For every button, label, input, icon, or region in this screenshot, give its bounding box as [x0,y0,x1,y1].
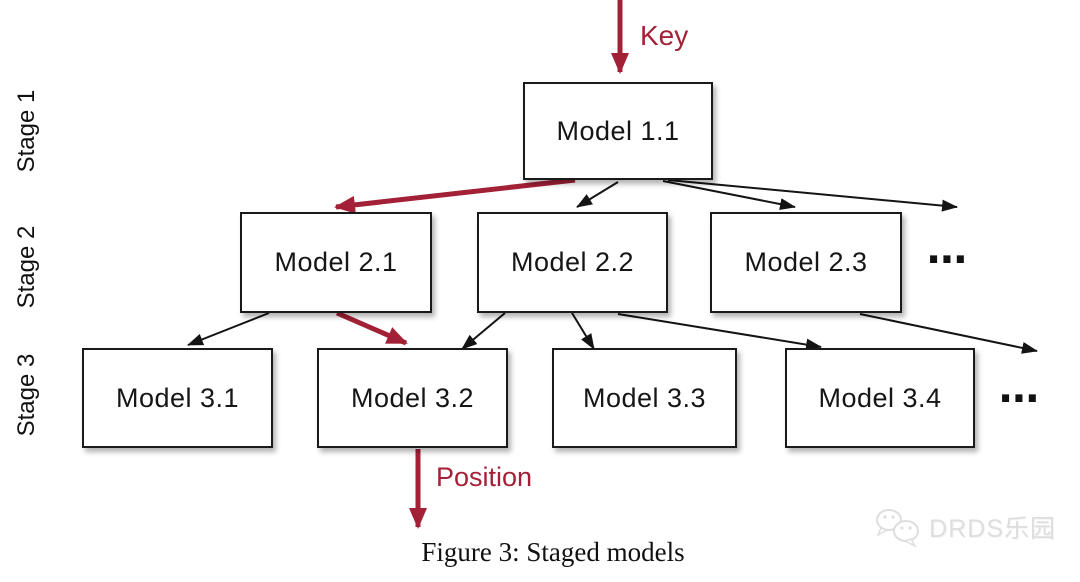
arrow-model-1-1-to-2-3 [662,180,796,210]
stage-3-label: Stage 3 [13,353,40,437]
model-box-3-4: Model 3.4 [785,348,975,448]
model-box-1-1: Model 1.1 [523,82,713,180]
arrow-model-2-1-to-3-2 [336,310,408,346]
arrow-model-2-2-to-3-4 [617,313,822,351]
key-arrow-label: Key [640,20,689,51]
model-box-2-1: Model 2.1 [240,212,432,313]
stage-2-label: Stage 2 [13,225,40,309]
stage-3-ellipsis: ⋯ [999,376,1041,422]
model-box-3-3: Model 3.3 [552,348,737,448]
model-box-2-3: Model 2.3 [710,212,902,313]
arrow-model-1-1-to-2-1 [334,177,576,214]
arrow-model-2-2-to-3-3 [571,312,595,350]
arrow-model-1-1-to-more-right [667,179,958,212]
arrow-model-2-1-to-3-1 [187,312,270,346]
arrow-model-1-1-to-2-2 [576,181,619,208]
watermark: DRDS乐园 [873,506,1056,548]
stage-1-label: Stage 1 [13,89,40,173]
model-box-2-2: Model 2.2 [477,212,668,313]
stage-2-ellipsis: ⋯ [927,237,969,283]
arrow-model-2-3-to-more-right [859,313,1038,354]
arrow-model-2-2-to-3-2 [461,312,506,350]
position-arrow-label: Position [436,462,533,492]
model-box-3-2: Model 3.2 [317,348,508,448]
wechat-chat-bubbles-icon [876,509,920,548]
figure-caption: Figure 3: Staged models [421,537,685,567]
watermark-text: DRDS乐园 [929,515,1056,543]
model-box-3-1: Model 3.1 [82,348,273,448]
